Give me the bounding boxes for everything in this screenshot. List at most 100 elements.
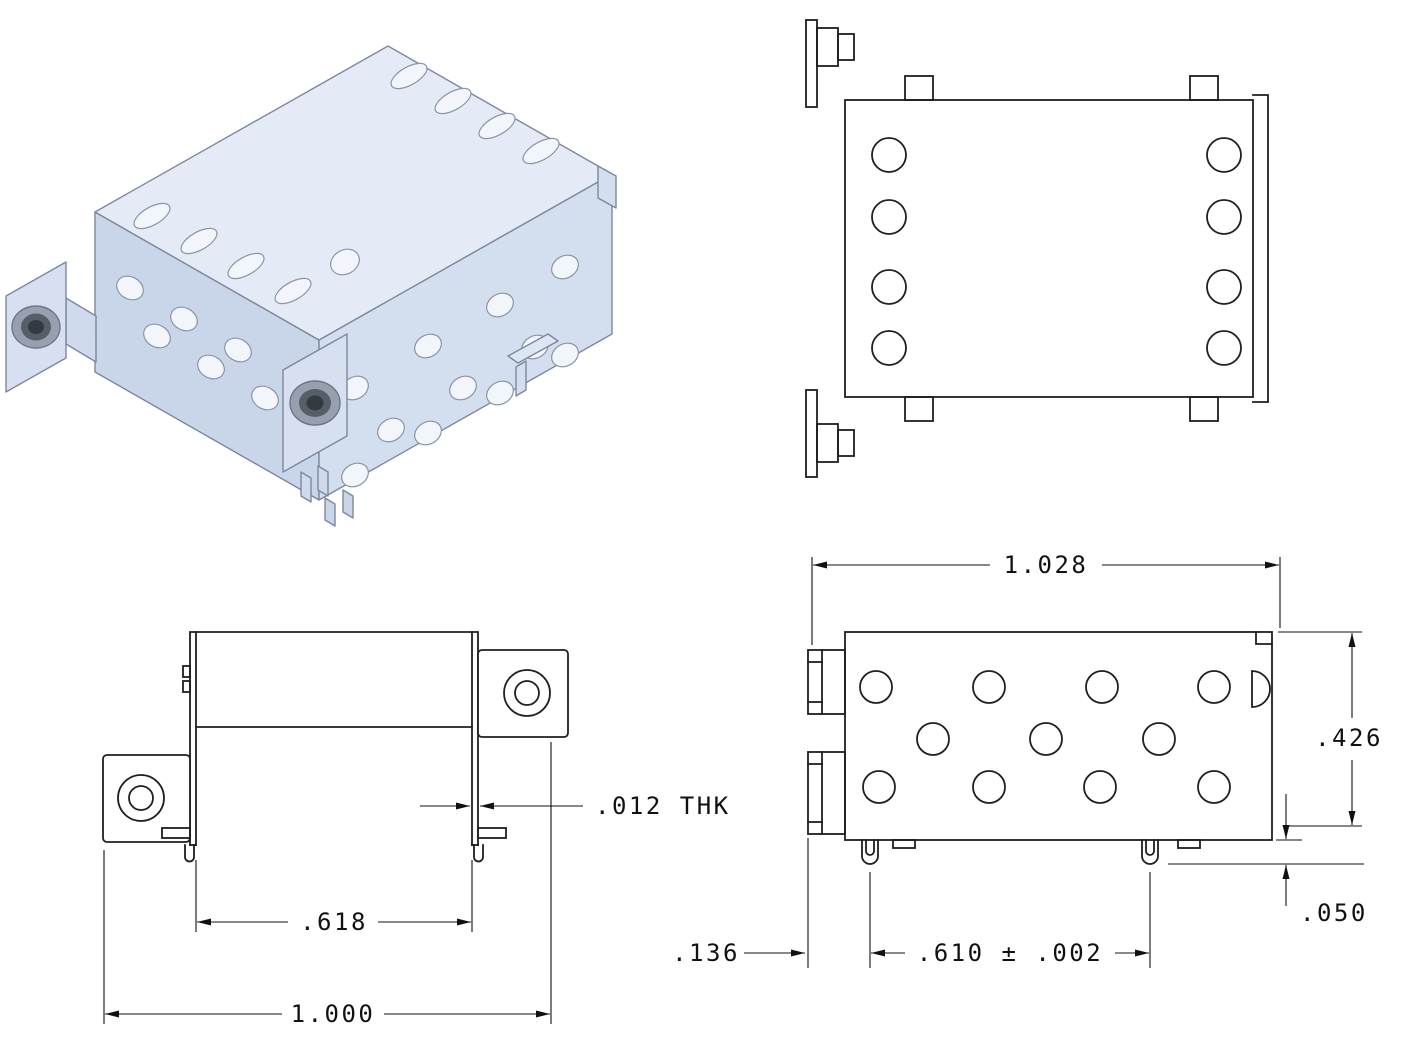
slot-hole [478,112,516,140]
side-view-holes [859,670,1231,804]
shield-side-outline [844,631,1273,841]
hole [871,137,907,173]
slot-hole [133,202,171,230]
slot-hole [390,62,428,90]
louver-d-cutout [1251,670,1271,708]
hole [486,292,514,318]
slot-hole [274,277,312,305]
dim-text-hook-projection: .050 [1300,899,1368,927]
bracket-arm [65,297,97,363]
mount-hook [861,839,879,865]
grommet-bore [306,395,324,411]
hole [551,254,579,280]
dim-hook-spacing: .610 ± .002 [869,872,1151,968]
mount-hook-inner [1145,839,1155,856]
top-view-holes [871,137,1242,366]
flange-upper [807,649,846,715]
bottom-tab [1189,396,1219,422]
mount-hook-inner [865,839,875,856]
grommet-boss-inner [837,33,855,61]
hole [1206,269,1242,305]
hole [972,770,1006,804]
channel-outline [189,631,479,846]
hole [1197,670,1231,704]
hole [1197,770,1231,804]
hole [330,248,360,276]
right-fold-edge [1252,94,1269,403]
hole [551,342,579,368]
corner-notch [1255,631,1273,645]
latch-nub [182,665,191,678]
hole [414,333,442,359]
mount-hook [1141,839,1159,865]
dim-overall-width: 1.000 [103,742,552,1028]
mount-hook [300,471,312,503]
grommet-bore [128,785,154,811]
isometric-view [5,45,617,527]
front-view: .012 THK .618 1.000 [102,631,731,1028]
mount-hook [342,489,354,519]
foot-tab [1177,839,1201,849]
mount-hook [515,360,527,397]
dim-text-flange-offset: .136 [672,939,740,967]
dim-flange-offset: .136 [672,838,809,968]
hole [143,323,171,349]
hole [1206,330,1242,366]
top-tab [904,75,934,101]
shield-body-outline [844,99,1254,398]
grommet-boss-inner [837,429,855,457]
hole [862,770,896,804]
slot-hole [180,227,218,255]
bottom-tab [507,333,559,364]
hole [972,670,1006,704]
dim-text-overall-width: 1.000 [291,1000,376,1028]
hole [486,380,514,406]
hole [871,199,907,235]
left-flange-upper [805,19,818,108]
grommet-boss [816,423,839,463]
latch-nub [182,680,191,693]
side-tab [161,827,191,839]
hole [1029,722,1063,756]
hole [871,330,907,366]
latch-tab [597,165,617,209]
grommet-bore [28,320,44,334]
slot-hole [434,87,472,115]
foot-tab [892,839,916,849]
hole [1206,199,1242,235]
dim-hook-projection: .050 [1168,794,1368,927]
mount-hook [473,844,484,863]
dim-opening-width: .618 [195,860,473,936]
dim-text-height: .426 [1315,724,1383,752]
hole [170,306,198,332]
dim-text-hook-spacing: .610 ± .002 [917,939,1103,967]
slot-hole [227,252,265,280]
hole [449,375,477,401]
dim-overall-length: 1.028 [811,551,1281,645]
mount-hook [324,497,336,527]
hole [1085,670,1119,704]
mount-hook [184,844,195,863]
channel-inner-walls [195,631,473,846]
dim-thickness: .012 THK [420,792,731,820]
flange-lower [807,751,846,835]
grommet-boss [816,27,839,67]
hole [197,354,225,380]
hole [916,722,950,756]
dim-text-thickness: .012 THK [595,792,731,820]
hole [859,670,893,704]
slot-hole [522,137,560,165]
hole [1206,137,1242,173]
dim-text-overall-length: 1.028 [1004,551,1089,579]
side-view: 1.028 .426 .050 .136 .610 ± .002 [672,551,1383,968]
dim-height: .426 [1278,631,1383,827]
side-tab [477,827,507,839]
hole [1142,722,1176,756]
hole [871,269,907,305]
bottom-tab [904,396,934,422]
hole [341,462,369,488]
hole [1083,770,1117,804]
hole [377,417,405,443]
hole [116,275,144,301]
